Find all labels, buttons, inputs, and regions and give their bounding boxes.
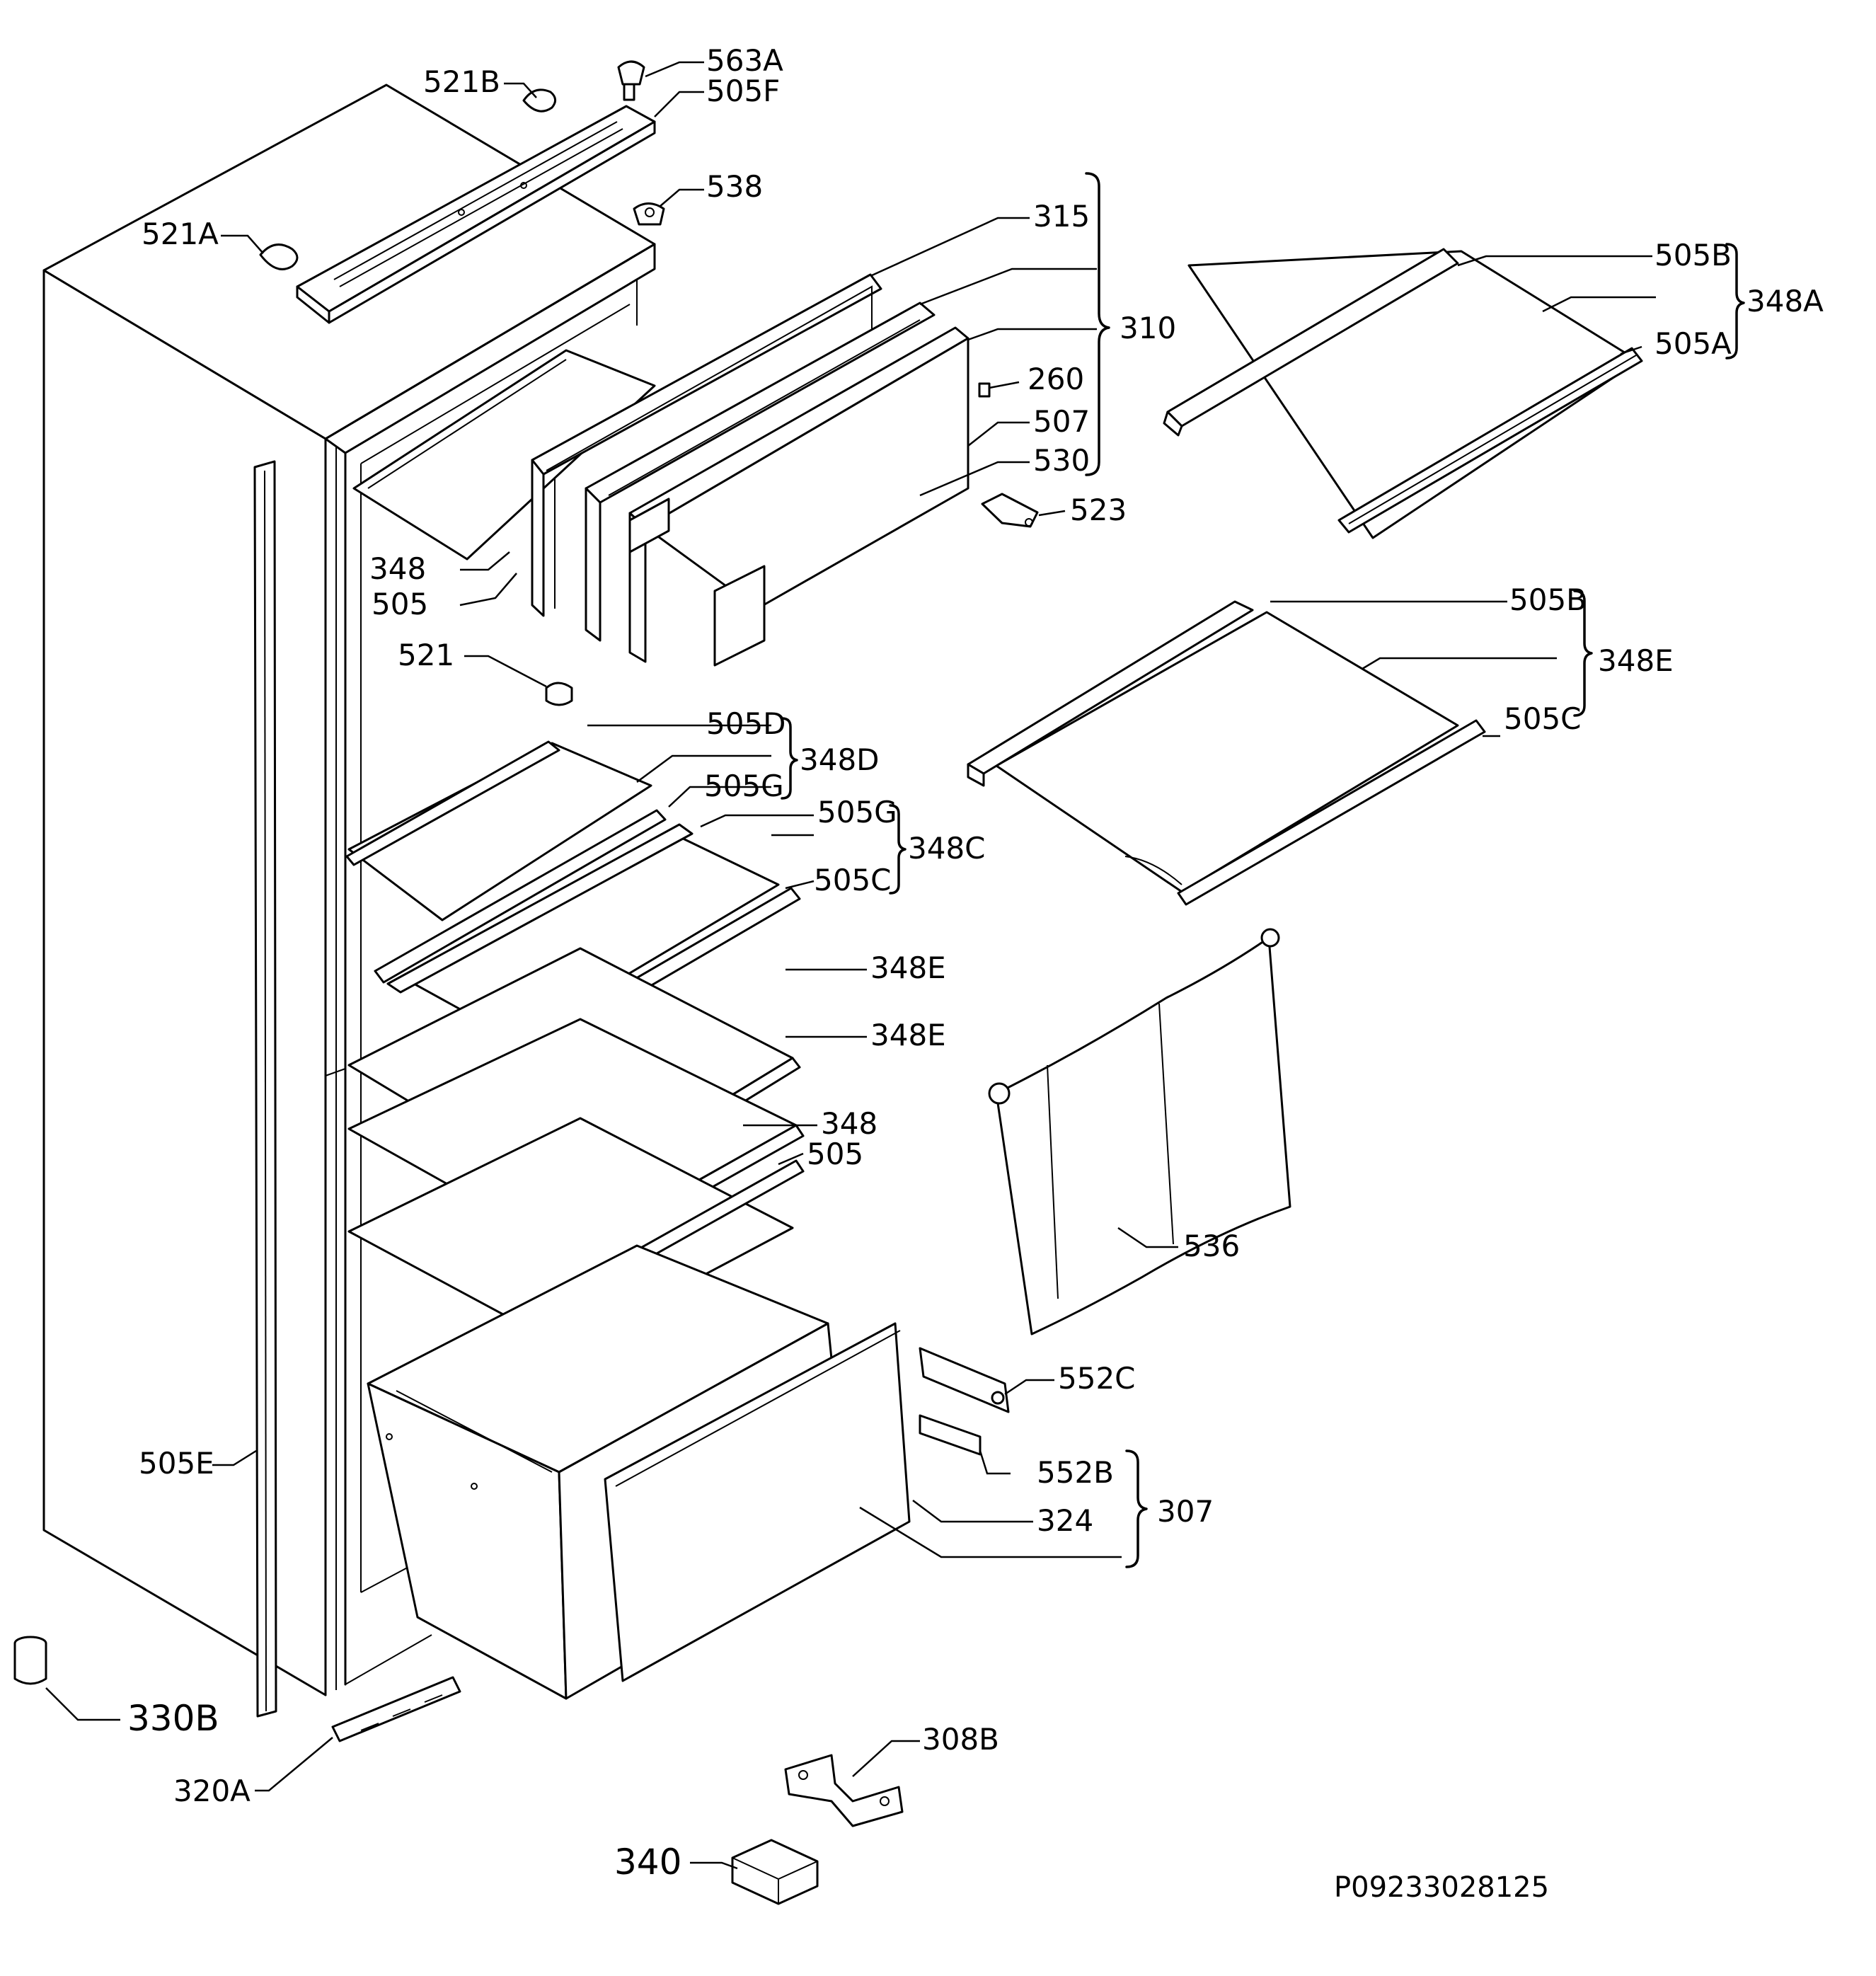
label-348C: 348C: [908, 831, 986, 866]
label-340: 340: [614, 1842, 681, 1883]
label-505G-lower: 505G: [817, 795, 897, 829]
bushing-521: [545, 682, 573, 706]
freezer-door-frame-530: [628, 326, 969, 667]
label-348D: 348D: [800, 742, 880, 777]
label-260: 260: [1028, 362, 1084, 396]
freezer-flap-507: [585, 301, 936, 642]
cap-521B: [522, 88, 556, 113]
label-505-freezer: 505: [372, 587, 428, 621]
brace-348A: [1725, 243, 1745, 360]
label-521A: 521A: [142, 217, 219, 251]
label-310: 310: [1120, 311, 1176, 345]
label-505-fridge: 505: [807, 1137, 863, 1171]
foot-330B: [13, 1636, 47, 1685]
label-521: 521: [398, 638, 454, 672]
latch-523: [981, 493, 1039, 528]
brace-310: [1085, 172, 1110, 476]
brace-348C: [889, 804, 907, 895]
crisper-drawer-307: [367, 1244, 911, 1700]
label-538: 538: [706, 169, 763, 204]
label-324: 324: [1037, 1503, 1093, 1538]
label-505C-left: 505C: [814, 863, 892, 897]
label-315: 315: [1033, 199, 1090, 234]
brace-307: [1125, 1449, 1148, 1568]
pin-260: [978, 382, 991, 398]
shelf-348E-right: [967, 600, 1486, 906]
brace-348D: [781, 717, 798, 800]
label-552B: 552B: [1037, 1455, 1114, 1490]
screw-563A: [617, 60, 645, 101]
guide-rail-552C: [919, 1347, 1010, 1413]
crisper-cover-536: [988, 928, 1291, 1335]
door-gasket-505E: [253, 460, 277, 1718]
label-523: 523: [1070, 493, 1127, 527]
brace-348E-right: [1573, 590, 1593, 717]
label-563A: 563A: [706, 43, 783, 78]
guide-rail-552B: [919, 1414, 982, 1456]
freezer-door-315: [531, 273, 882, 617]
label-521B: 521B: [423, 64, 500, 99]
hinge-538: [633, 202, 665, 226]
label-320A: 320A: [173, 1774, 251, 1808]
label-348-freezer: 348: [369, 551, 426, 586]
label-505D: 505D: [706, 706, 786, 741]
grille-320A: [331, 1676, 461, 1742]
shelf-348A: [1163, 248, 1643, 539]
hinge-308B: [784, 1754, 904, 1827]
label-536: 536: [1183, 1229, 1240, 1263]
label-348A: 348A: [1746, 284, 1824, 318]
label-505F: 505F: [706, 74, 780, 108]
leader-lines: [45, 61, 1656, 1870]
cap-521A: [259, 243, 299, 270]
label-348-fridge: 348: [821, 1106, 877, 1141]
label-530: 530: [1033, 443, 1090, 478]
label-348E-right: 348E: [1598, 643, 1674, 678]
freezer-glass-shelf-348: [352, 349, 656, 561]
label-505G-upper: 505G: [704, 769, 784, 803]
label-505C-right: 505C: [1504, 701, 1582, 736]
label-348E-upper: 348E: [870, 950, 946, 985]
label-308B: 308B: [922, 1722, 999, 1757]
label-507: 507: [1033, 404, 1090, 439]
label-505B-top: 505B: [1655, 238, 1732, 272]
label-505B-right: 505B: [1509, 582, 1587, 617]
label-307: 307: [1157, 1494, 1214, 1529]
label-330B: 330B: [127, 1698, 219, 1739]
part-labels: 563A 521B 505F 538 521A 315 310 260 507 …: [127, 43, 1824, 1904]
label-505A: 505A: [1655, 326, 1732, 361]
label-348E-lower: 348E: [870, 1018, 946, 1052]
drawing-code: P09233028125: [1334, 1871, 1549, 1904]
top-rail-505F: [296, 105, 656, 324]
label-552C: 552C: [1058, 1361, 1136, 1396]
shelf-348D: [345, 740, 667, 984]
cover-340: [731, 1839, 819, 1905]
label-505E: 505E: [139, 1446, 214, 1481]
